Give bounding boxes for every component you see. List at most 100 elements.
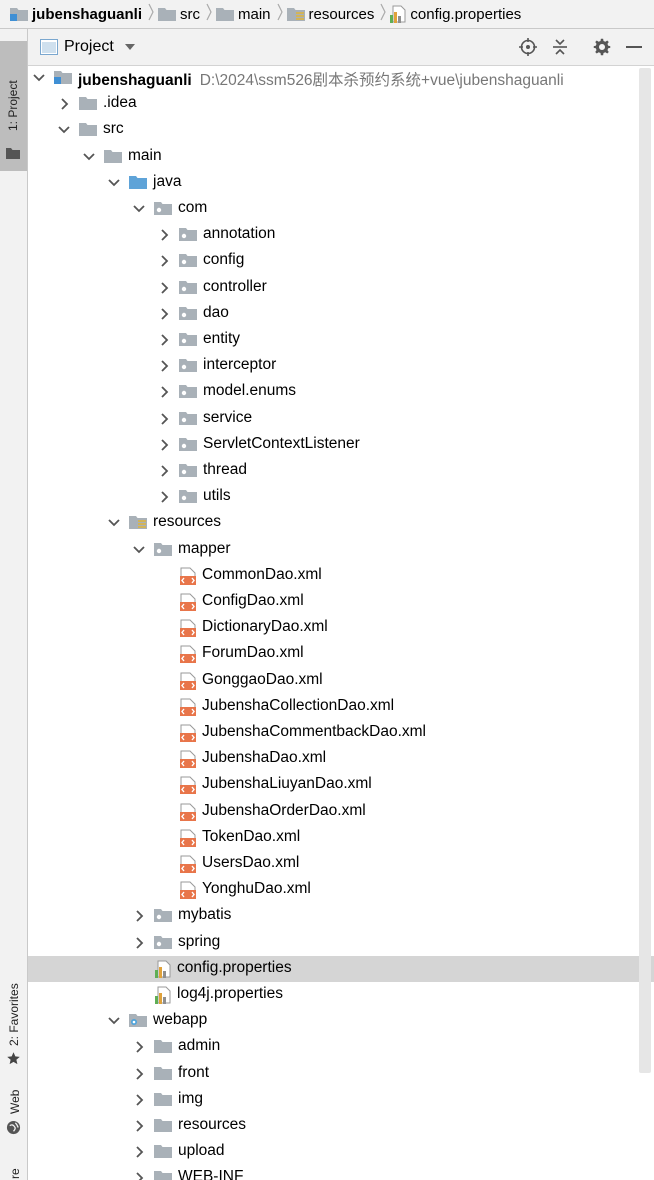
chevron-right-icon[interactable] (157, 253, 171, 269)
collapse-all-button[interactable] (550, 37, 570, 57)
properties-file-icon (155, 960, 173, 978)
settings-button[interactable] (592, 37, 612, 57)
tree-row-front[interactable]: front (28, 1061, 654, 1087)
tree-row-log4j-properties[interactable]: log4j.properties (28, 982, 654, 1008)
tree-row-jubenshacollectiondao-xml[interactable]: JubenshaCollectionDao.xml (28, 694, 654, 720)
tree-row-jubenshacommentbackdao-xml[interactable]: JubenshaCommentbackDao.xml (28, 720, 654, 746)
tree-row-dictionarydao-xml[interactable]: DictionaryDao.xml (28, 615, 654, 641)
favorites-tool-tab[interactable]: 2: Favorites (0, 964, 27, 1065)
chevron-right-icon[interactable] (157, 437, 171, 453)
tree-row-usersdao-xml[interactable]: UsersDao.xml (28, 851, 654, 877)
tree-row-thread[interactable]: thread (28, 458, 654, 484)
web-tool-tab[interactable]: Web (0, 1084, 27, 1144)
tree-row-tokendao-xml[interactable]: TokenDao.xml (28, 825, 654, 851)
chevron-right-icon[interactable] (157, 306, 171, 322)
breadcrumb-item[interactable]: main (216, 0, 287, 28)
tree-row-main[interactable]: main (28, 144, 654, 170)
chevron-right-icon[interactable] (157, 332, 171, 348)
locate-button[interactable] (518, 37, 538, 57)
vertical-scrollbar[interactable] (639, 68, 651, 1073)
tree-row-model-enums[interactable]: model.enums (28, 379, 654, 405)
tree-row-mapper[interactable]: mapper (28, 537, 654, 563)
chevron-right-icon[interactable] (157, 384, 171, 400)
tree-row-resources[interactable]: resources (28, 510, 654, 536)
node-name: resources (178, 1116, 247, 1133)
tree-row-jubenshaorderdao-xml[interactable]: JubenshaOrderDao.xml (28, 799, 654, 825)
tree-row-config-properties[interactable]: config.properties (28, 955, 654, 982)
tree-row-controller[interactable]: controller (28, 275, 654, 301)
tree-row-forumdao-xml[interactable]: ForumDao.xml (28, 641, 654, 667)
chevron-right-icon[interactable] (157, 489, 171, 505)
tree-row-config[interactable]: config (28, 248, 654, 274)
breadcrumb-item[interactable]: resources (286, 0, 391, 28)
hide-panel-button[interactable] (624, 37, 644, 57)
chevron-down-icon[interactable] (132, 201, 146, 217)
folder-icon (154, 1143, 172, 1161)
package-icon (179, 488, 197, 506)
tree-row-jubenshadao-xml[interactable]: JubenshaDao.xml (28, 746, 654, 772)
tree-row-jubenshaliuyandao-xml[interactable]: JubenshaLiuyanDao.xml (28, 772, 654, 798)
tree-row--idea[interactable]: .idea (28, 91, 654, 117)
chevron-right-icon[interactable] (157, 463, 171, 479)
package-icon (179, 436, 197, 454)
chevron-down-icon[interactable] (107, 1013, 121, 1029)
tree-row-commondao-xml[interactable]: CommonDao.xml (28, 563, 654, 589)
tree-row-configdao-xml[interactable]: ConfigDao.xml (28, 589, 654, 615)
tree-row-src[interactable]: src (28, 117, 654, 143)
tree-row-service[interactable]: service (28, 406, 654, 432)
chevron-right-icon[interactable] (157, 227, 171, 243)
breadcrumb-separator-icon (206, 3, 212, 26)
tree-row-spring[interactable]: spring (28, 930, 654, 956)
chevron-right-icon[interactable] (132, 1039, 146, 1055)
tree-node-label: entity (203, 330, 240, 348)
xml-file-icon (180, 645, 198, 664)
chevron-down-icon[interactable] (57, 122, 71, 138)
tree-row-upload[interactable]: upload (28, 1139, 654, 1165)
chevron-right-icon[interactable] (132, 1144, 146, 1160)
chevron-right-icon[interactable] (157, 280, 171, 296)
tree-row-web-inf[interactable]: WEB-INF (28, 1165, 654, 1180)
chevron-right-icon[interactable] (57, 96, 71, 112)
tree-row-annotation[interactable]: annotation (28, 222, 654, 248)
chevron-down-icon[interactable] (107, 175, 121, 191)
tree-row-mybatis[interactable]: mybatis (28, 903, 654, 929)
tree-row-img[interactable]: img (28, 1087, 654, 1113)
tree-row-dao[interactable]: dao (28, 301, 654, 327)
chevron-right-icon[interactable] (157, 411, 171, 427)
tree-row-utils[interactable]: utils (28, 484, 654, 510)
chevron-down-icon[interactable] (32, 70, 46, 86)
chevron-down-icon[interactable] (132, 542, 146, 558)
chevron-right-icon[interactable] (132, 1092, 146, 1108)
project-tool-tab[interactable]: 1: Project (0, 41, 27, 171)
chevron-right-icon[interactable] (157, 358, 171, 374)
breadcrumb-separator-icon (380, 3, 387, 26)
breadcrumb-item[interactable]: jubenshaguanli (10, 0, 158, 28)
xml-file-icon (180, 672, 198, 690)
chevron-right-icon[interactable] (132, 1118, 146, 1134)
tree-row-admin[interactable]: admin (28, 1034, 654, 1060)
chevron-right-icon[interactable] (132, 1170, 146, 1180)
chevron-right-icon[interactable] (132, 908, 146, 924)
chevron-down-icon[interactable] (107, 515, 121, 531)
chevron-right-icon[interactable] (132, 935, 146, 951)
tree-row-interceptor[interactable]: interceptor (28, 353, 654, 379)
node-name: JubenshaDao.xml (202, 749, 327, 767)
project-view-icon (40, 39, 58, 55)
breadcrumb-item[interactable]: src (158, 0, 216, 28)
tree-row-entity[interactable]: entity (28, 327, 654, 353)
chevron-right-icon[interactable] (132, 1066, 146, 1082)
tree-row-webapp[interactable]: webapp (28, 1008, 654, 1034)
breadcrumb-item[interactable]: config.properties (390, 0, 521, 28)
chevron-down-icon[interactable] (82, 149, 96, 165)
project-view-selector[interactable]: Project (40, 29, 136, 65)
tree-row-resources[interactable]: resources (28, 1113, 654, 1139)
tree-row-com[interactable]: com (28, 196, 654, 222)
tree-row-java[interactable]: java (28, 170, 654, 196)
node-name: service (203, 408, 253, 426)
tree-row-yonghudao-xml[interactable]: YonghuDao.xml (28, 877, 654, 903)
tree-row-servletcontextlistener[interactable]: ServletContextListener (28, 432, 654, 458)
structure-tool-tab[interactable]: re (0, 1159, 27, 1180)
tree-row-gonggaodao-xml[interactable]: GonggaoDao.xml (28, 668, 654, 694)
